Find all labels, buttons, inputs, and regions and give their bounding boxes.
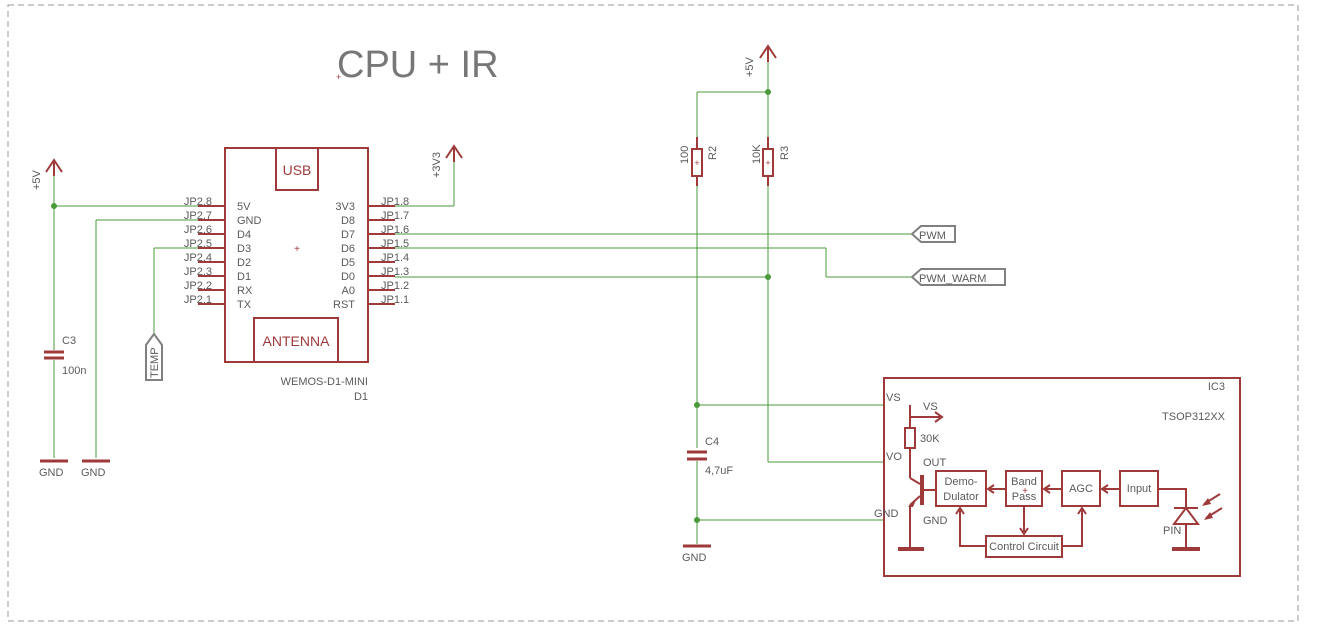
agc-label: AGC bbox=[1069, 483, 1093, 495]
wemos-right-pin-label: A0 bbox=[342, 285, 355, 297]
r2-ref: R2 bbox=[707, 146, 719, 160]
demod-label-2: Dulator bbox=[943, 491, 979, 503]
vs-arrow bbox=[934, 411, 944, 423]
ic3-int-gnd: GND bbox=[923, 515, 948, 527]
wemos-right-pin-label: D7 bbox=[341, 229, 355, 241]
c3-ref: C3 bbox=[62, 335, 76, 347]
resistor-section: +5V + 100 R2 + 10K R3 C4 4,7uF GND bbox=[679, 44, 884, 564]
sheet-frame bbox=[7, 4, 1299, 622]
p5v-label-right: +5V bbox=[744, 56, 756, 77]
wemos-left-pin-label: D1 bbox=[237, 271, 251, 283]
input-label: Input bbox=[1127, 483, 1151, 495]
ic3-pin-vo: VO bbox=[886, 451, 902, 463]
svg-text:+: + bbox=[694, 158, 699, 168]
wemos-right-pin-label: D8 bbox=[341, 215, 355, 227]
ic3-tsop: IC3 TSOP312XX VS VO GND VS 30K OUT GND D… bbox=[874, 377, 1241, 577]
ic3-ref: IC3 bbox=[1208, 381, 1225, 393]
demod-label-1: Demo- bbox=[944, 476, 977, 488]
temp-flag bbox=[145, 332, 163, 381]
wemos-right-pin-label: D6 bbox=[341, 243, 355, 255]
pin-label: PIN bbox=[1163, 525, 1181, 537]
r2-value: 100 bbox=[679, 146, 691, 164]
antenna-area bbox=[253, 317, 339, 363]
wemos-right-pin-number: JP1.2 bbox=[381, 280, 409, 292]
origin-mark: + bbox=[336, 72, 341, 82]
pwm-warm-flag bbox=[910, 268, 1006, 286]
wemos-right-pin-label: D5 bbox=[341, 257, 355, 269]
svg-text:+: + bbox=[765, 158, 770, 168]
band-label-1: Band bbox=[1011, 476, 1037, 488]
demodulator-block bbox=[935, 470, 987, 507]
pin-diode bbox=[1172, 506, 1200, 525]
ic3-resistor-value: 30K bbox=[920, 433, 940, 445]
wemos-left-pin-label: RX bbox=[237, 285, 253, 297]
wemos-left-pin-number: JP2.8 bbox=[184, 196, 212, 208]
band-label-2: Pass bbox=[1012, 491, 1037, 503]
ic3-int-vs: VS bbox=[923, 401, 938, 413]
gnd-label-c4: GND bbox=[682, 552, 707, 564]
left-power-section: +5V C3 100n GND GND TEMP bbox=[31, 158, 198, 479]
c3-value: 100n bbox=[62, 365, 86, 377]
wemos-right-pin-number: JP1.8 bbox=[381, 196, 409, 208]
wemos-body bbox=[224, 147, 369, 363]
usb-label: USB bbox=[283, 162, 312, 178]
r3-value: 10K bbox=[751, 144, 763, 164]
c4-ref: C4 bbox=[705, 436, 719, 448]
ic3-pin-vs: VS bbox=[886, 392, 901, 404]
sheet-title: CPU + IR bbox=[337, 44, 499, 86]
pwm-warm-label: PWM_WARM bbox=[919, 273, 986, 285]
wemos-right-pin-number: JP1.6 bbox=[381, 224, 409, 236]
ic3-part: TSOP312XX bbox=[1162, 411, 1226, 423]
wemos-ref: D1 bbox=[354, 391, 368, 403]
wemos-left-pin-number: JP2.5 bbox=[184, 238, 212, 250]
ic3-pin-gnd: GND bbox=[874, 508, 899, 520]
wemos-right-pin-number: JP1.4 bbox=[381, 252, 409, 264]
signal-wires bbox=[395, 233, 912, 280]
wemos-left-pin-number: JP2.7 bbox=[184, 210, 212, 222]
wemos-left-pin-number: JP2.3 bbox=[184, 266, 212, 278]
wemos-left-pin-label: 5V bbox=[237, 201, 251, 213]
wemos-left-pin-label: D4 bbox=[237, 229, 251, 241]
origin-mark-wemos: + bbox=[294, 244, 300, 255]
ic3-int-out: OUT bbox=[923, 457, 947, 469]
wemos-right-pin-number: JP1.7 bbox=[381, 210, 409, 222]
wemos-left-pin-number: JP2.4 bbox=[184, 252, 212, 264]
pwm-label: PWM bbox=[919, 230, 946, 242]
wemos-left-pin-number: JP2.1 bbox=[184, 294, 212, 306]
usb-connector bbox=[275, 147, 319, 191]
c4-value: 4,7uF bbox=[705, 465, 733, 477]
wemos-name: WEMOS-D1-MINI bbox=[281, 376, 368, 388]
antenna-label: ANTENNA bbox=[263, 333, 331, 349]
wemos-right-pin-number: JP1.5 bbox=[381, 238, 409, 250]
wemos-left-pin-label: TX bbox=[237, 299, 252, 311]
svg-text:+: + bbox=[1022, 486, 1028, 497]
gnd-label-c3: GND bbox=[39, 467, 64, 479]
wemos-right-pin-label: RST bbox=[333, 299, 355, 311]
r3-ref: R3 bbox=[779, 146, 791, 160]
wemos-left-pin-label: D2 bbox=[237, 257, 251, 269]
wemos-right-pin-number: JP1.3 bbox=[381, 266, 409, 278]
ic3-resistor bbox=[904, 427, 916, 449]
p3v3-label: +3V3 bbox=[431, 152, 443, 178]
ic3-body bbox=[883, 377, 1241, 577]
wemos-left-pin-label: D3 bbox=[237, 243, 251, 255]
pwm-flag bbox=[910, 225, 956, 243]
gnd-label-wemos: GND bbox=[81, 467, 106, 479]
p5v-label-left: +5V bbox=[31, 169, 43, 190]
control-label: Control Circuit bbox=[989, 541, 1059, 553]
wemos-right-pin-number: JP1.1 bbox=[381, 294, 409, 306]
wemos-left-pin-number: JP2.6 bbox=[184, 224, 212, 236]
wemos-left-pin-label: GND bbox=[237, 215, 262, 227]
p3v3-section: +3V3 bbox=[395, 144, 463, 207]
wemos-left-pin-number: JP2.2 bbox=[184, 280, 212, 292]
wemos-right-pin-label: 3V3 bbox=[335, 201, 355, 213]
temp-label: TEMP bbox=[149, 347, 161, 378]
wemos-right-pin-label: D0 bbox=[341, 271, 355, 283]
